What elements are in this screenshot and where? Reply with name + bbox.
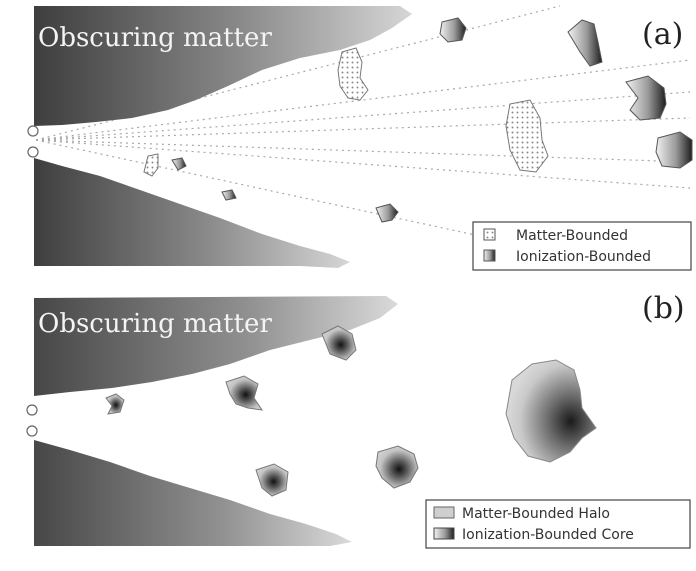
legend-item-ionization-bounded: Ionization-Bounded: [516, 249, 651, 265]
ionization-bounded-cloud-a7: [222, 190, 236, 200]
panel-b: Obscuring matter (b) Matter-Bounded Halo…: [27, 291, 690, 548]
legend-swatch-ionization-bounded: [484, 250, 495, 261]
ionization-bounded-cloud-a6: [172, 158, 186, 170]
ionization-bounded-cloud-a5: [376, 204, 398, 222]
legend-swatch-matter-bounded: [484, 229, 495, 240]
nucleus-circle-upper: [28, 126, 38, 136]
obscuring-matter-label-a: Obscuring matter: [38, 23, 272, 53]
nucleus-circle-lower: [28, 147, 38, 157]
matter-bounded-cloud-a2: [506, 100, 548, 172]
halo-core-cloud-b2: [226, 376, 262, 410]
ionization-bounded-cloud-a3: [626, 76, 666, 120]
obscuring-matter-lower-wedge: [34, 158, 350, 268]
legend-item-matter-bounded: Matter-Bounded: [516, 228, 628, 244]
nucleus-circle-lower-b: [27, 426, 37, 436]
legend-item-halo: Matter-Bounded Halo: [462, 506, 610, 522]
legend-b: Matter-Bounded Halo Ionization-Bounded C…: [426, 500, 690, 548]
legend-item-core: Ionization-Bounded Core: [462, 527, 634, 543]
ionization-bounded-cloud-a1: [440, 18, 466, 42]
legend-a: Matter-Bounded Ionization-Bounded: [473, 222, 691, 270]
halo-core-cloud-b1: [106, 394, 124, 414]
panel-label-a: (a): [642, 17, 683, 52]
panel-label-b: (b): [642, 291, 685, 326]
halo-core-cloud-b5: [376, 446, 418, 488]
matter-bounded-cloud-a3: [144, 154, 158, 176]
obscuring-matter-label-b: Obscuring matter: [38, 309, 272, 339]
nucleus-circle-upper-b: [27, 405, 37, 415]
halo-core-cloud-b3: [322, 326, 356, 360]
matter-bounded-cloud-a1: [338, 48, 368, 100]
panel-a: Obscuring matter (a) Matter-Bounded Ioni…: [28, 6, 692, 270]
halo-core-cloud-b6-large: [506, 360, 596, 462]
legend-swatch-halo: [434, 507, 454, 518]
obscuring-matter-lower-wedge-b: [34, 440, 352, 546]
ionization-bounded-cloud-a2: [568, 20, 602, 66]
halo-core-cloud-b4: [256, 464, 288, 496]
ionization-bounded-cloud-a4: [656, 132, 692, 168]
legend-swatch-core: [434, 528, 454, 539]
